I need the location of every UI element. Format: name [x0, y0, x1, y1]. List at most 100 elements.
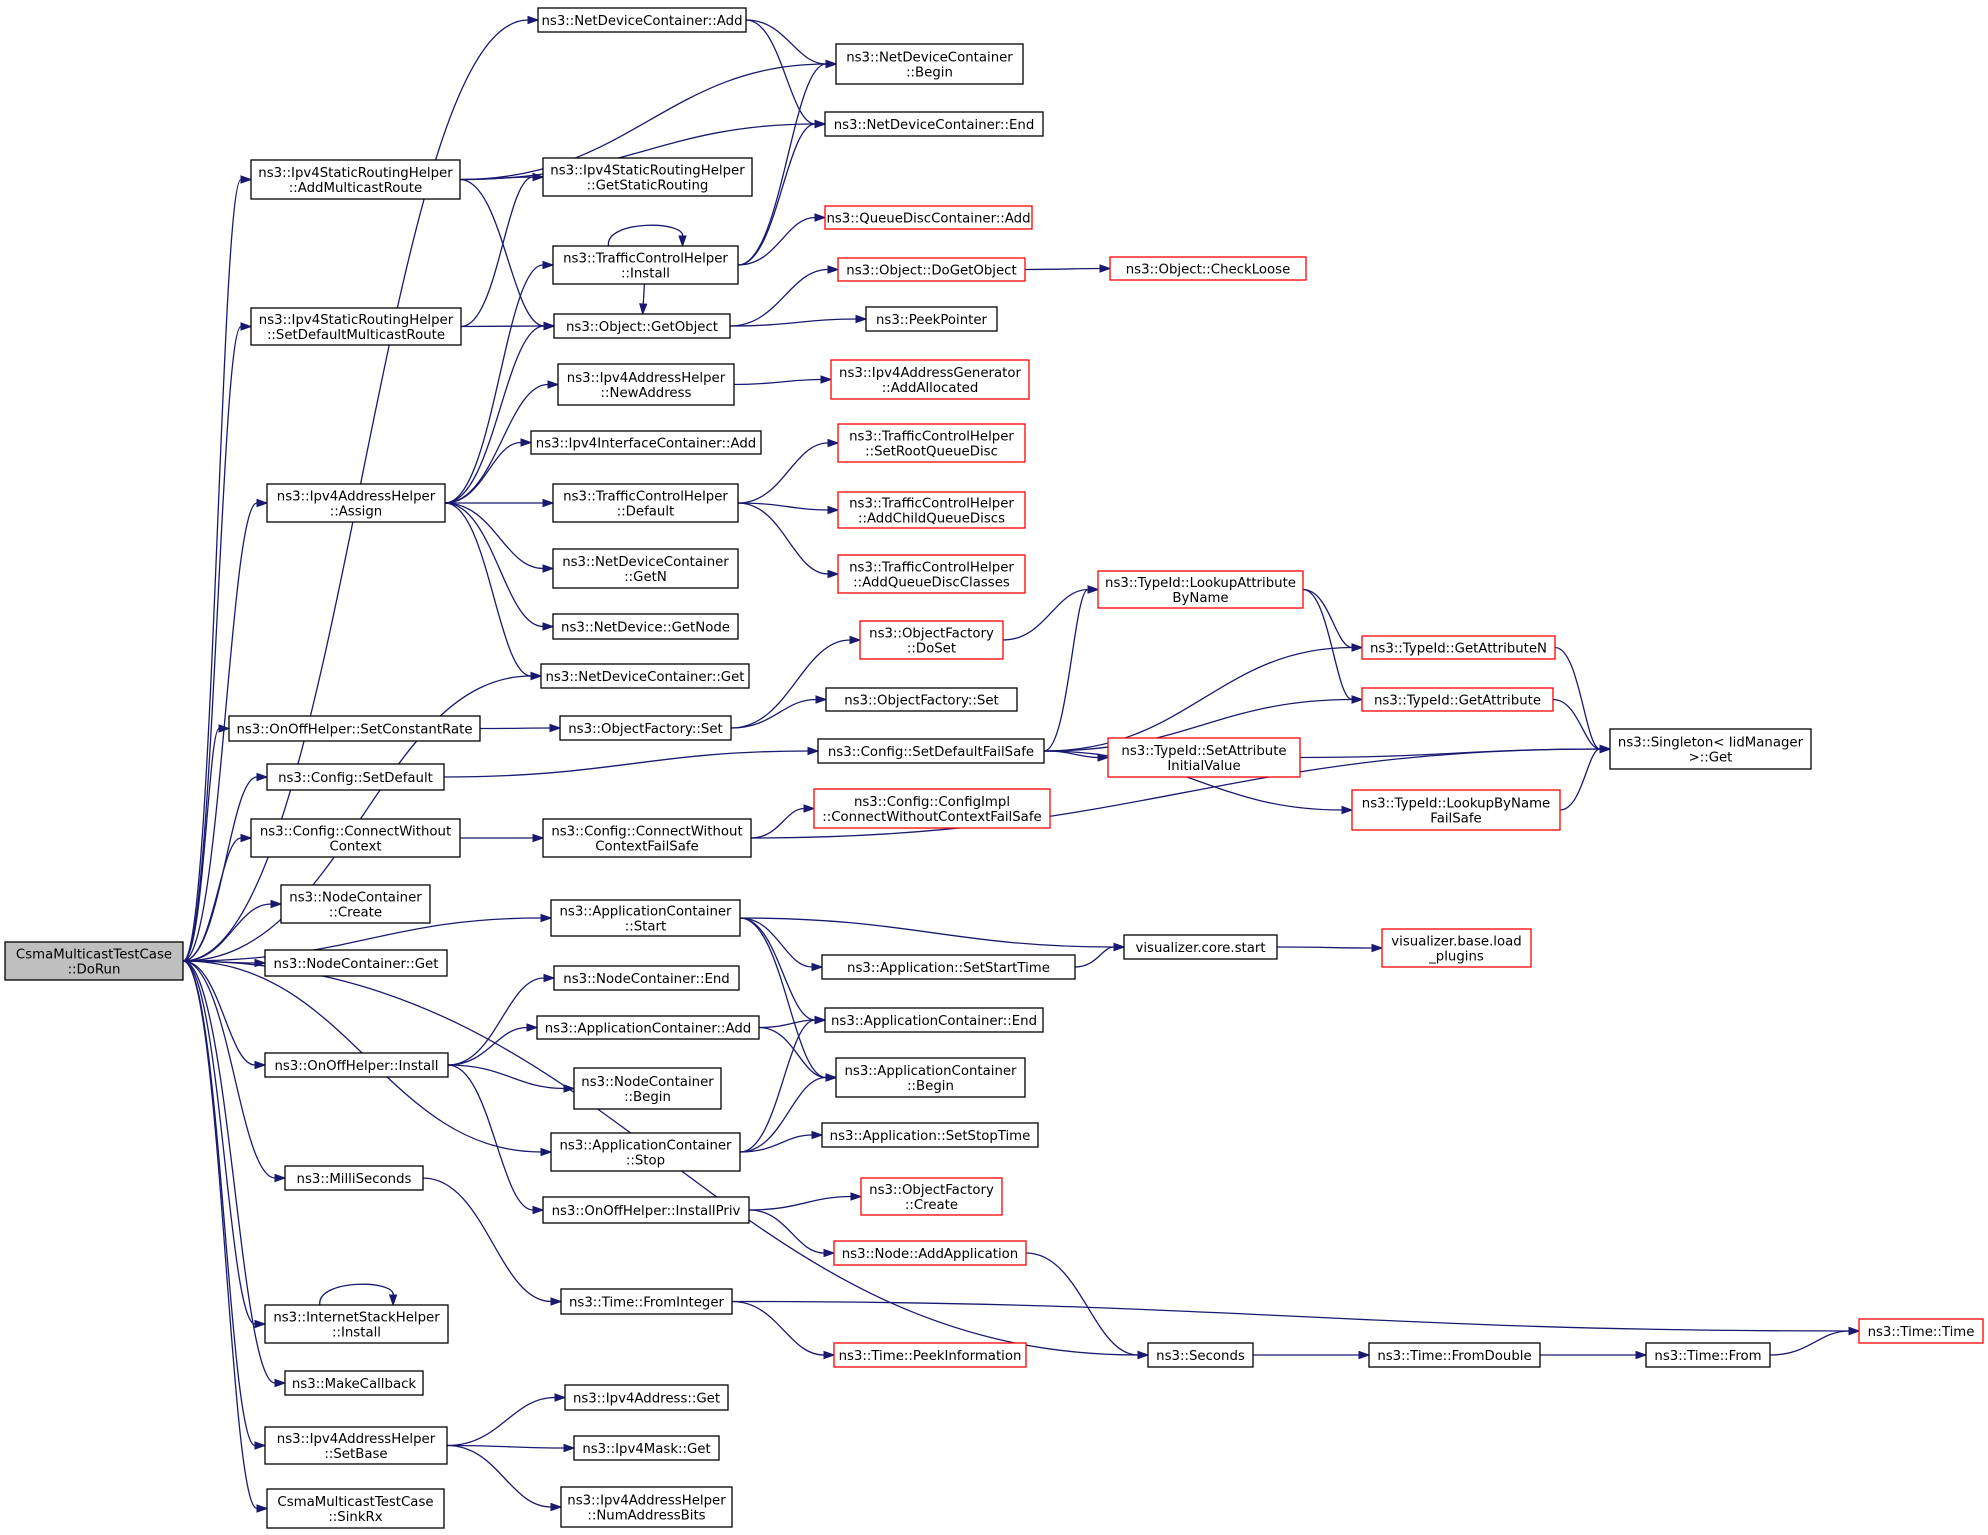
node-time-from[interactable]: ns3::Time::From [1645, 1342, 1771, 1368]
node-tch-install[interactable]: ns3::TrafficControlHelper::Install [552, 245, 739, 285]
edge-arrowhead [814, 119, 827, 129]
node-obj-dogetobject[interactable]: ns3::Object::DoGetObject [837, 257, 1026, 282]
node-nd-getnode[interactable]: ns3::NetDevice::GetNode [552, 613, 739, 640]
node-box [1351, 789, 1561, 831]
node-appc-start[interactable]: ns3::ApplicationContainer::Start [550, 899, 741, 937]
node-label-line: ns3::TypeId::GetAttribute [1374, 694, 1541, 709]
node-onoff-installpriv[interactable]: ns3::OnOffHelper::InstallPriv [542, 1196, 750, 1224]
node-nc-end[interactable]: ns3::NodeContainer::End [553, 965, 740, 991]
node-nc-get[interactable]: ns3::NodeContainer::Get [264, 949, 448, 977]
node-ndc-add[interactable]: ns3::NetDeviceContainer::Add [537, 7, 747, 33]
edge-appc_stop-to-appc_begin [739, 1073, 838, 1153]
node-label-line: ::Start [625, 920, 666, 935]
node-ndc-get[interactable]: ns3::NetDeviceContainer::Get [540, 663, 750, 689]
edge-line [737, 63, 827, 266]
node-makecallback[interactable]: ns3::MakeCallback [284, 1370, 424, 1396]
edge-root-to-ish_install [182, 960, 267, 1329]
edge-arrowhead [540, 913, 553, 923]
node-ish-install[interactable]: ns3::InternetStackHelper::Install [264, 1304, 449, 1344]
node-nc-begin[interactable]: ns3::NodeContainer::Begin [573, 1067, 722, 1110]
node-of-create[interactable]: ns3::ObjectFactory::Create [860, 1177, 1003, 1216]
node-millis[interactable]: ns3::MilliSeconds [284, 1165, 424, 1191]
node-label-line: ns3::OnOffHelper::SetConstantRate [236, 723, 472, 738]
node-cmtc-sinkrx[interactable]: CsmaMulticastTestCase::SinkRx [266, 1488, 445, 1529]
edge-arrowhead [1371, 943, 1384, 953]
node-singleton-get[interactable]: ns3::Singleton< IidManager>::Get [1609, 728, 1812, 770]
node-peekpointer[interactable]: ns3::PeekPointer [865, 306, 998, 332]
edge-iah_newaddr-to-iag_addalloc [733, 375, 833, 386]
node-iah-numaddrbits[interactable]: ns3::Ipv4AddressHelper::NumAddressBits [560, 1486, 733, 1528]
node-time-fromint[interactable]: ns3::Time::FromInteger [560, 1288, 733, 1315]
node-ndc-begin[interactable]: ns3::NetDeviceContainer::Begin [835, 43, 1024, 85]
node-box [837, 257, 1026, 282]
node-onoff-setrate[interactable]: ns3::OnOffHelper::SetConstantRate [228, 715, 481, 742]
node-cfgimpl-connect[interactable]: ns3::Config::ConfigImpl::ConnectWithoutC… [813, 788, 1051, 829]
edge-obj_dogetobject-to-obj_checkloose [1024, 264, 1112, 273]
edge-onoff_install-to-nc_begin [447, 1064, 576, 1093]
node-of-set2[interactable]: ns3::ObjectFactory::Set [825, 687, 1018, 712]
edge-vis_start-to-vis_load [1276, 943, 1384, 953]
node-box [553, 313, 731, 339]
node-iah-newaddr[interactable]: ns3::Ipv4AddressHelper::NewAddress [557, 363, 735, 406]
edge-cfg_connect-to-cfg_connectfs [460, 833, 545, 843]
node-onoff-install[interactable]: ns3::OnOffHelper::Install [264, 1052, 449, 1078]
node-label-line: ns3::NodeContainer [289, 891, 422, 906]
node-app-setstart[interactable]: ns3::Application::SetStartTime [821, 954, 1076, 980]
node-label-line: ::DoRun [68, 963, 121, 978]
edge-iah_assign-to-nd_getnode [444, 502, 555, 631]
node-label-line: ns3::Object::DoGetObject [846, 264, 1016, 279]
node-ipv4mask-get[interactable]: ns3::Ipv4Mask::Get [573, 1435, 720, 1461]
node-ipv4addr-get[interactable]: ns3::Ipv4Address::Get [564, 1384, 729, 1411]
node-box [1123, 934, 1278, 960]
node-iah-setbase[interactable]: ns3::Ipv4AddressHelper::SetBase [264, 1426, 448, 1465]
node-obj-getobject[interactable]: ns3::Object::GetObject [553, 313, 731, 339]
node-ndc-end[interactable]: ns3::NetDeviceContainer::End [824, 111, 1044, 137]
node-ndc-getn[interactable]: ns3::NetDeviceContainer::GetN [552, 548, 739, 589]
node-iic-add[interactable]: ns3::Ipv4InterfaceContainer::Add [530, 430, 762, 455]
node-of-set1[interactable]: ns3::ObjectFactory::Set [559, 715, 732, 741]
node-box [552, 483, 739, 523]
node-cfg-connect[interactable]: ns3::Config::ConnectWithoutContext [250, 818, 461, 858]
node-box [284, 1165, 424, 1191]
node-tch-addclasses[interactable]: ns3::TrafficControlHelper::AddQueueDiscC… [837, 554, 1026, 594]
node-tid-getattr[interactable]: ns3::TypeId::GetAttribute [1361, 687, 1554, 712]
node-tid-getattrn[interactable]: ns3::TypeId::GetAttributeN [1361, 635, 1556, 660]
node-iah-assign[interactable]: ns3::Ipv4AddressHelper::Assign [266, 483, 446, 523]
node-box [560, 1486, 733, 1528]
node-of-doset[interactable]: ns3::ObjectFactory::DoSet [859, 620, 1004, 660]
node-vis-start[interactable]: visualizer.core.start [1123, 934, 1278, 960]
node-label-line: ::NumAddressBits [587, 1509, 705, 1524]
node-box [264, 1052, 449, 1078]
node-vis-load[interactable]: visualizer.base.load_plugins [1381, 928, 1532, 968]
node-cfg-connectfs[interactable]: ns3::Config::ConnectWithoutContextFailSa… [542, 818, 752, 858]
node-appc-stop[interactable]: ns3::ApplicationContainer::Stop [550, 1132, 741, 1172]
node-time-fromdouble[interactable]: ns3::Time::FromDouble [1368, 1342, 1541, 1368]
node-cfg-setdefaultfs[interactable]: ns3::Config::SetDefaultFailSafe [817, 738, 1045, 764]
node-nc-create[interactable]: ns3::NodeContainer::Create [280, 884, 431, 924]
node-time-time[interactable]: ns3::Time::Time [1858, 1318, 1984, 1344]
edge-line [444, 325, 545, 504]
node-root[interactable]: CsmaMulticastTestCase::DoRun [4, 941, 184, 981]
node-app-setstop[interactable]: ns3::Application::SetStopTime [821, 1122, 1039, 1148]
node-iag-addalloc[interactable]: ns3::Ipv4AddressGenerator::AddAllocated [830, 359, 1030, 400]
node-label-line: ::Create [329, 906, 382, 921]
node-cfg-setdefault[interactable]: ns3::Config::SetDefault [266, 763, 445, 791]
edge-line [737, 442, 829, 504]
node-isrh-addmr[interactable]: ns3::Ipv4StaticRoutingHelper::AddMultica… [250, 159, 461, 200]
node-tch-setroot[interactable]: ns3::TrafficControlHelper::SetRootQueueD… [837, 423, 1026, 463]
node-seconds[interactable]: ns3::Seconds [1147, 1342, 1254, 1368]
node-time-peekinfo[interactable]: ns3::Time::PeekInformation [833, 1342, 1027, 1368]
node-tch-addchild[interactable]: ns3::TrafficControlHelper::AddChildQueue… [837, 491, 1026, 529]
node-appc-add[interactable]: ns3::ApplicationContainer::Add [536, 1015, 760, 1040]
node-tch-default[interactable]: ns3::TrafficControlHelper::Default [552, 483, 739, 523]
node-node-addapp[interactable]: ns3::Node::AddApplication [833, 1240, 1027, 1266]
node-obj-checkloose[interactable]: ns3::Object::CheckLoose [1109, 256, 1307, 281]
node-isrh-setdmr[interactable]: ns3::Ipv4StaticRoutingHelper::SetDefault… [250, 307, 462, 346]
node-qdc-add[interactable]: ns3::QueueDiscContainer::Add [824, 205, 1033, 230]
node-appc-end[interactable]: ns3::ApplicationContainer::End [824, 1007, 1044, 1033]
node-isrh-getsr[interactable]: ns3::Ipv4StaticRoutingHelper::GetStaticR… [542, 157, 753, 197]
node-appc-begin[interactable]: ns3::ApplicationContainer::Begin [835, 1057, 1026, 1098]
